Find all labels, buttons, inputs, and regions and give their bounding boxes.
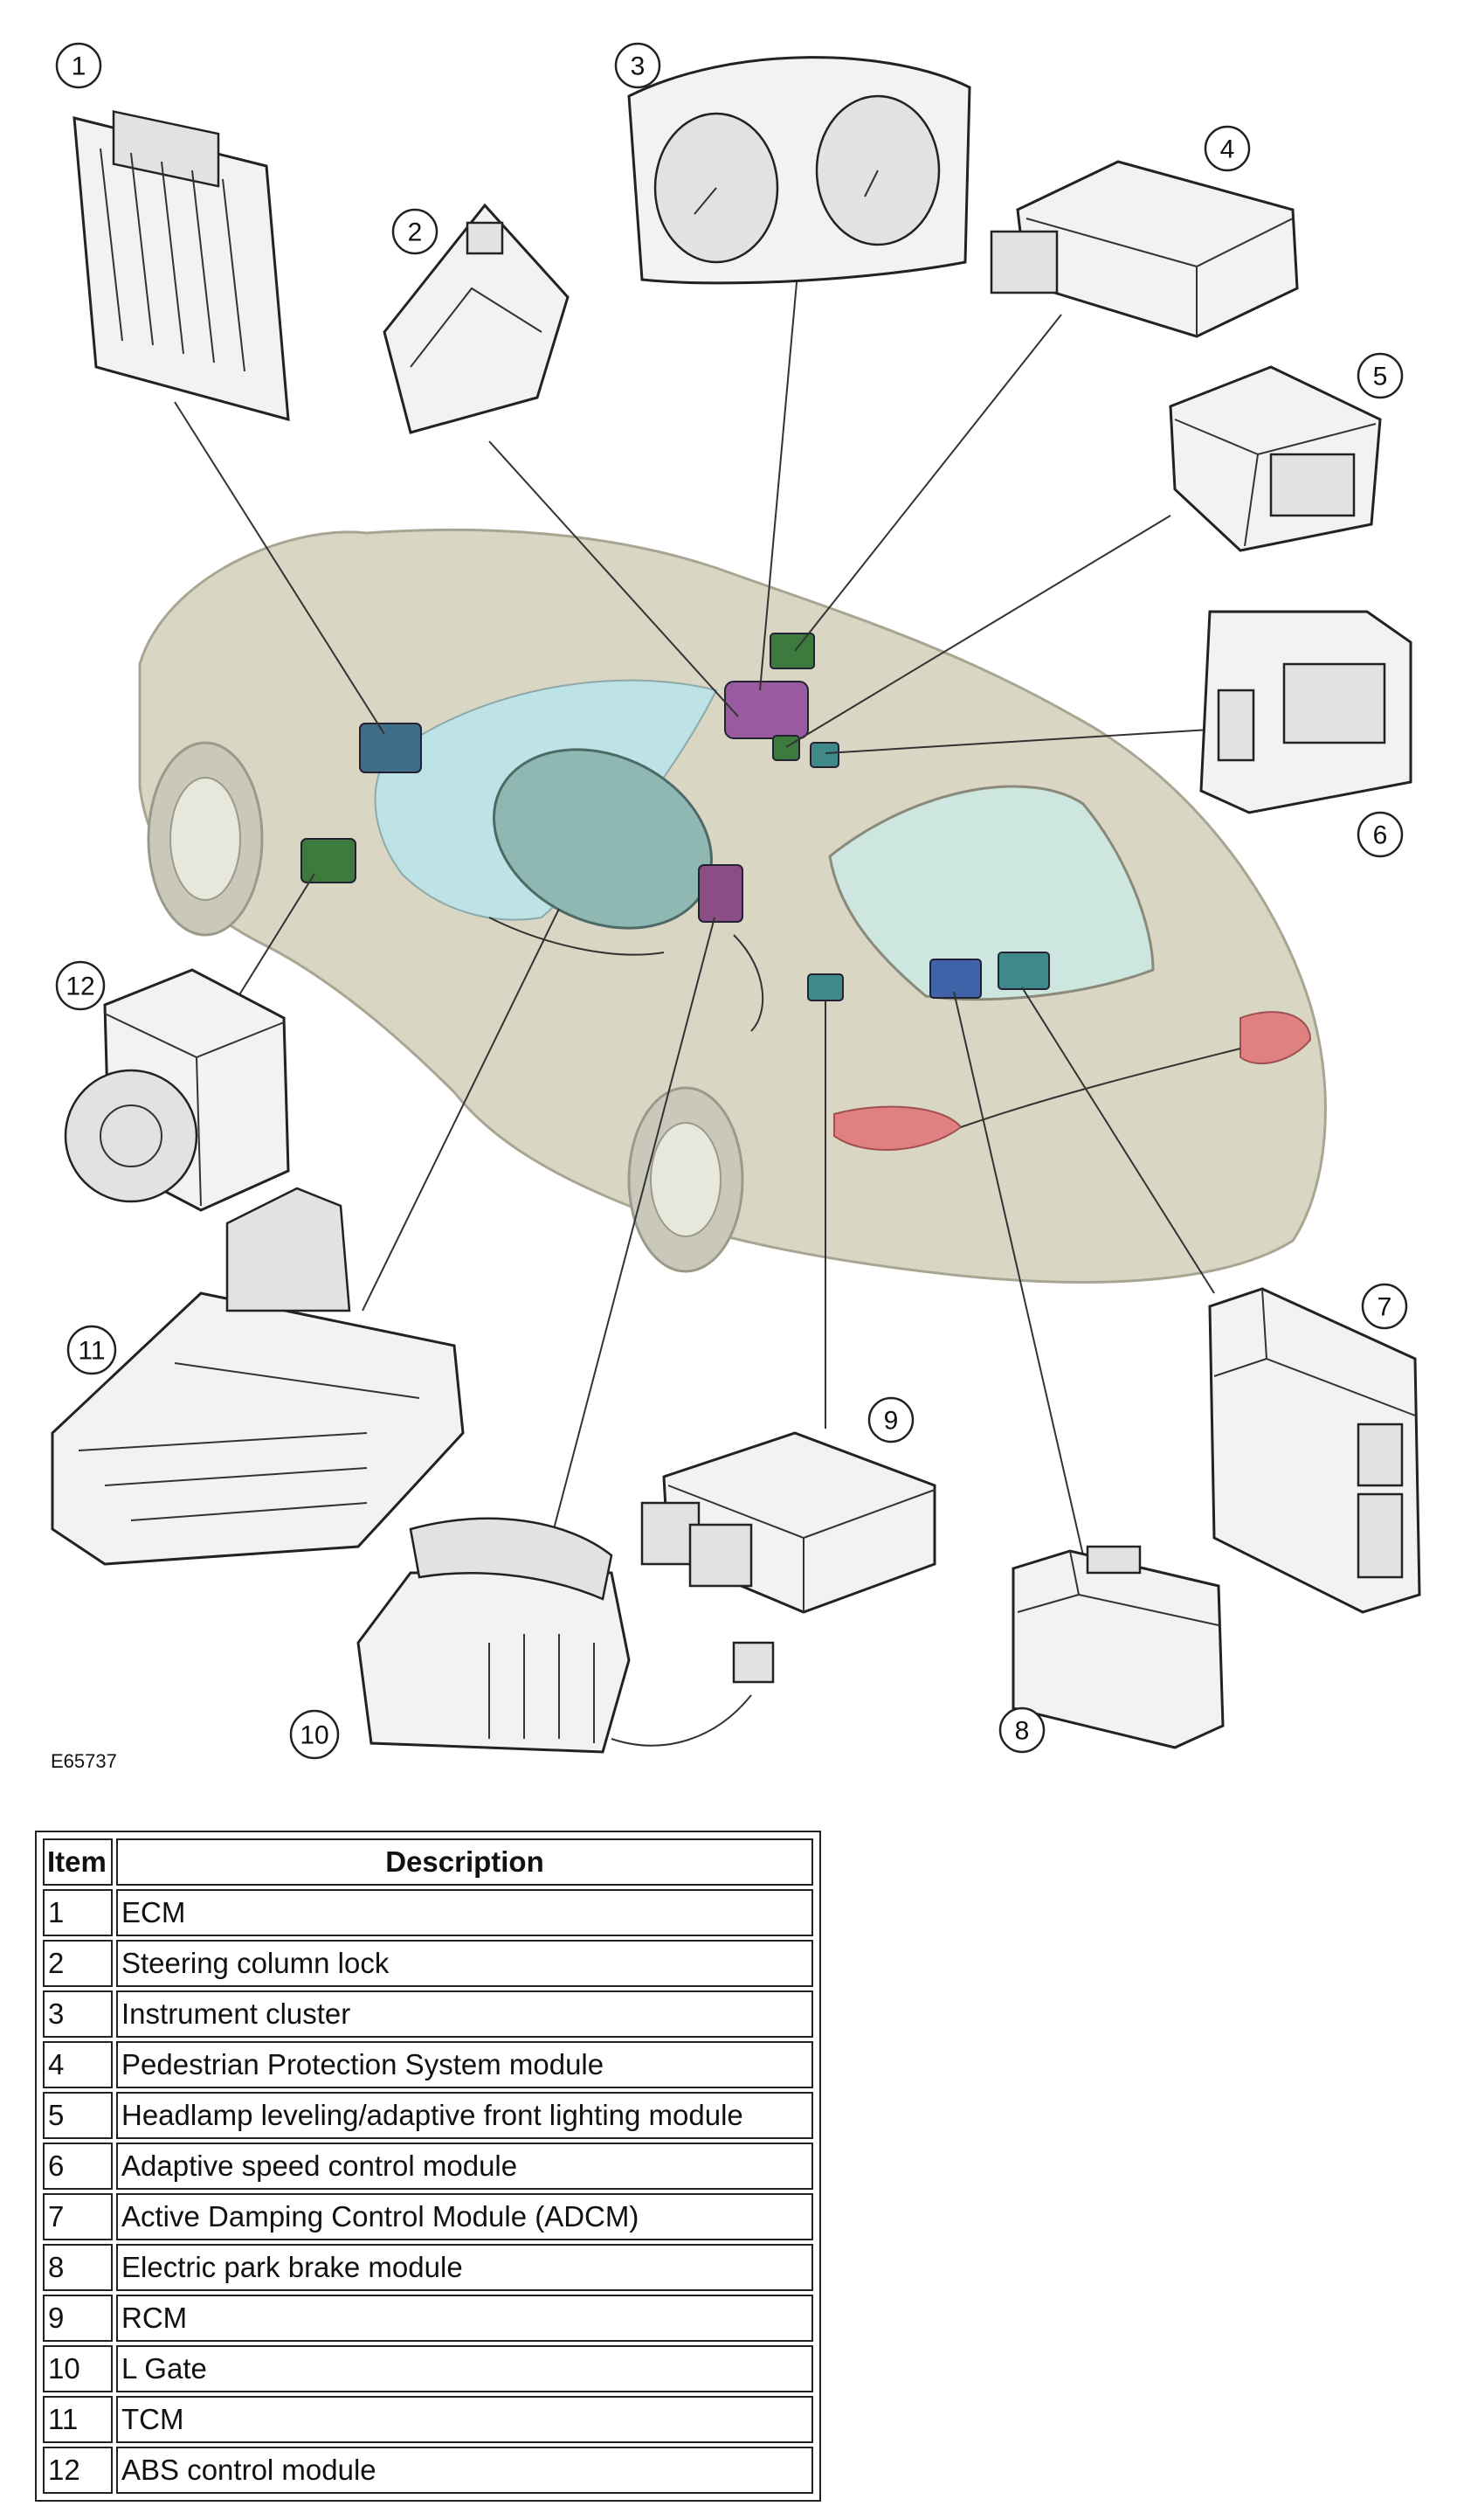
item-number: 7: [43, 2193, 113, 2240]
figure-id: E65737: [51, 1750, 117, 1772]
callout-12: 12: [55, 960, 106, 1011]
svg-text:2: 2: [408, 218, 423, 247]
callout-10: 10: [289, 1709, 340, 1760]
svg-text:3: 3: [631, 52, 646, 81]
callout-6: 6: [1357, 811, 1404, 858]
header-item: Item: [43, 1838, 113, 1886]
item-description: Steering column lock: [116, 1940, 813, 1987]
item-number: 8: [43, 2244, 113, 2291]
item-number: 1: [43, 1889, 113, 1936]
svg-text:8: 8: [1015, 1717, 1030, 1746]
item-number: 10: [43, 2345, 113, 2392]
item-number: 4: [43, 2041, 113, 2088]
item-description: ECM: [116, 1889, 813, 1936]
item-description: Electric park brake module: [116, 2244, 813, 2291]
svg-text:6: 6: [1373, 821, 1388, 850]
tcm-illustration: [51, 1187, 465, 1566]
callout-1: 1: [55, 42, 102, 89]
epb-marker: [929, 959, 982, 999]
abs-marker: [300, 838, 356, 883]
item-description: Active Damping Control Module (ADCM): [116, 2193, 813, 2240]
svg-text:4: 4: [1220, 135, 1235, 164]
leader-lines: [174, 253, 1215, 1556]
svg-text:9: 9: [884, 1407, 899, 1436]
adcm-marker: [998, 952, 1050, 990]
module-markers: [300, 633, 1050, 1001]
callout-7: 7: [1361, 1283, 1408, 1330]
abs-module-illustration: [64, 968, 290, 1212]
callout-11: 11: [66, 1325, 117, 1375]
item-description: ABS control module: [116, 2447, 813, 2494]
callout-5: 5: [1357, 352, 1404, 399]
item-number: 3: [43, 1990, 113, 2038]
callout-3: 3: [614, 42, 661, 89]
item-description: RCM: [116, 2295, 813, 2342]
callout-9: 9: [867, 1396, 915, 1443]
item-number: 5: [43, 2092, 113, 2139]
instrument-cluster-illustration: [627, 56, 971, 285]
item-description: Headlamp leveling/adaptive front lightin…: [116, 2092, 813, 2139]
item-description: Pedestrian Protection System module: [116, 2041, 813, 2088]
headlamp-marker: [772, 735, 800, 761]
lgate-marker: [698, 864, 743, 923]
ecm-marker: [359, 723, 422, 773]
item-number: 11: [43, 2396, 113, 2443]
item-number: 2: [43, 1940, 113, 1987]
callout-4: 4: [1204, 125, 1251, 172]
module-location-diagram: 1 2 3 4 5 6 7 8 9 10 11 12: [51, 42, 1421, 1760]
speed-control-marker: [810, 742, 839, 768]
item-description: Adaptive speed control module: [116, 2143, 813, 2190]
rcm-illustration: [640, 1431, 936, 1614]
svg-text:5: 5: [1373, 363, 1388, 391]
item-description: L Gate: [116, 2345, 813, 2392]
speed-control-module-illustration: [1199, 610, 1412, 814]
pps-marker: [770, 633, 815, 669]
epb-module-illustration: [1012, 1545, 1225, 1749]
table-header-row: Item Description: [43, 1838, 813, 1886]
item-number: 9: [43, 2295, 113, 2342]
svg-text:1: 1: [72, 52, 86, 81]
callout-2: 2: [391, 208, 438, 255]
callout-8: 8: [998, 1707, 1046, 1754]
item-description: Instrument cluster: [116, 1990, 813, 2038]
rcm-marker: [807, 973, 844, 1001]
svg-text:12: 12: [66, 973, 94, 1001]
lgate-illustration: [356, 1517, 775, 1754]
item-number: 6: [43, 2143, 113, 2190]
ecm-illustration: [73, 110, 290, 422]
header-description: Description: [116, 1838, 813, 1886]
item-description: TCM: [116, 2396, 813, 2443]
svg-text:10: 10: [300, 1721, 328, 1750]
item-number: 12: [43, 2447, 113, 2494]
cluster-marker: [724, 681, 809, 739]
headlamp-module-illustration: [1169, 365, 1382, 552]
svg-text:7: 7: [1378, 1293, 1392, 1322]
adcm-illustration: [1208, 1287, 1421, 1614]
pps-module-illustration: [990, 160, 1299, 338]
svg-text:11: 11: [78, 1337, 105, 1366]
steering-lock-illustration: [383, 203, 570, 434]
